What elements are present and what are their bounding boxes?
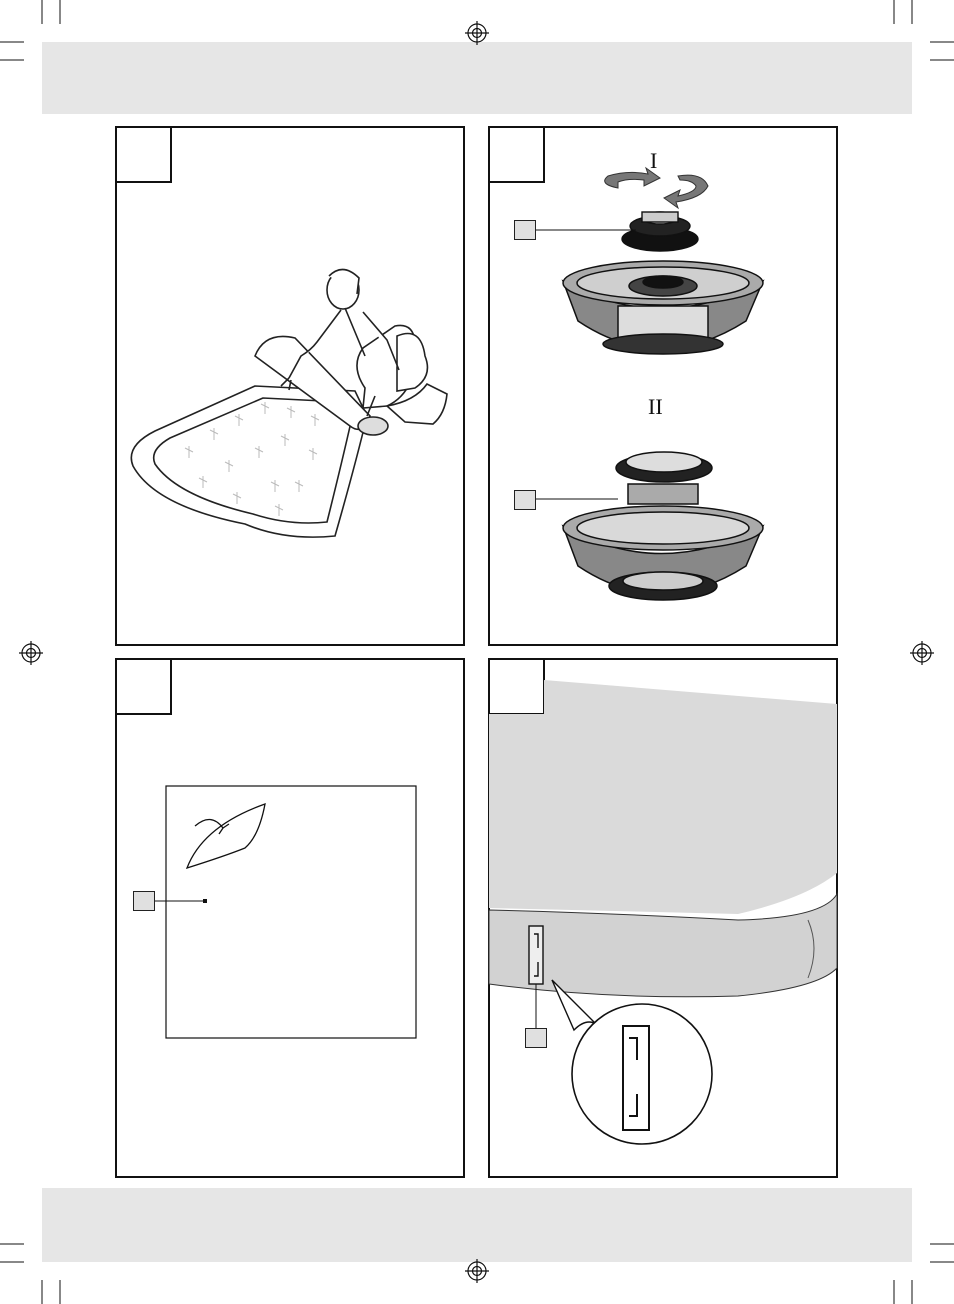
panel-roll-up-mattress — [115, 126, 467, 647]
registration-target-left — [19, 641, 43, 665]
panel-valve-open-close: I II — [488, 126, 840, 647]
figure-number-box — [488, 658, 545, 715]
figure-number-box — [488, 126, 545, 183]
valve-cap-drawing — [621, 211, 699, 252]
mattress-side-surface — [488, 892, 838, 998]
patch-sheet — [165, 785, 417, 1039]
panel-1-illustration — [115, 126, 465, 646]
tufting-marks — [184, 402, 320, 516]
callout-box-side-valve — [525, 1028, 547, 1048]
registration-target-bottom — [465, 1259, 489, 1283]
panel-4-illustration — [488, 658, 838, 1178]
stage-label-one: I — [650, 148, 658, 173]
callout-box-valve-cap — [514, 220, 536, 240]
footer-band — [42, 1188, 912, 1262]
person-drawing — [280, 268, 448, 425]
registration-target-top — [465, 21, 489, 45]
figure-number-box — [115, 658, 172, 715]
mattress-drawing — [130, 335, 389, 538]
panel-2-illustration — [488, 126, 838, 646]
rotate-arrows-icon — [604, 166, 709, 210]
panel-mattress-side-valve — [488, 658, 840, 1179]
registration-target-right — [910, 641, 934, 665]
valve-bowl-top — [561, 260, 765, 355]
stage-label-two: II — [648, 394, 663, 419]
header-band — [42, 42, 912, 114]
panel-patch-label — [115, 658, 467, 1179]
valve-bowl-bottom — [561, 451, 765, 601]
callout-box-patch — [133, 891, 155, 911]
peel-corner-icon — [185, 803, 266, 870]
panel-3-illustration — [115, 658, 465, 1178]
callout-box-valve-body — [514, 490, 536, 510]
mattress-top-surface — [489, 680, 837, 914]
figure-number-box — [115, 126, 172, 183]
